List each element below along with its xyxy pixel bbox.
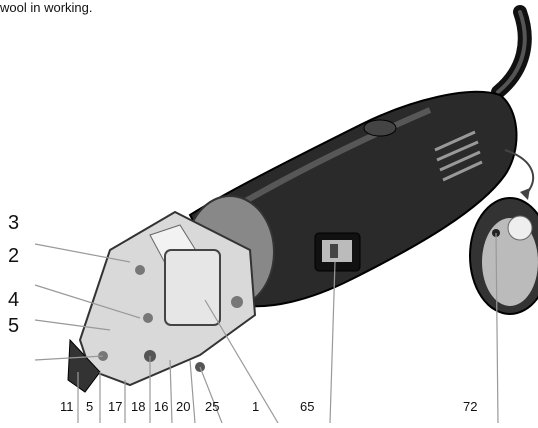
callout-label: 2 bbox=[8, 245, 19, 267]
callout-label: 25 bbox=[205, 399, 219, 414]
side-plate bbox=[164, 249, 221, 326]
top-knob bbox=[363, 119, 397, 137]
callout-label: 4 bbox=[8, 289, 19, 311]
callout-label: 17 bbox=[108, 399, 122, 414]
callout-label: 16 bbox=[154, 399, 168, 414]
screw-set bbox=[98, 265, 243, 372]
callout-label: 65 bbox=[300, 399, 314, 414]
on-off-switch bbox=[314, 232, 361, 272]
leader-lines bbox=[34, 232, 499, 424]
caption-fragment: wool in working. bbox=[0, 0, 93, 15]
cutting-blade bbox=[67, 338, 101, 393]
callout-label: 5 bbox=[86, 399, 93, 414]
callout-label: 18 bbox=[131, 399, 145, 414]
callout-label: 5 bbox=[8, 315, 19, 337]
callout-label: 72 bbox=[463, 399, 477, 414]
vent-grille bbox=[434, 130, 483, 182]
callout-label: 20 bbox=[176, 399, 190, 414]
callout-label: 11 bbox=[60, 399, 74, 414]
pad-accessory bbox=[469, 197, 538, 315]
callout-label: 3 bbox=[8, 212, 19, 234]
callout-label: 1 bbox=[252, 399, 259, 414]
